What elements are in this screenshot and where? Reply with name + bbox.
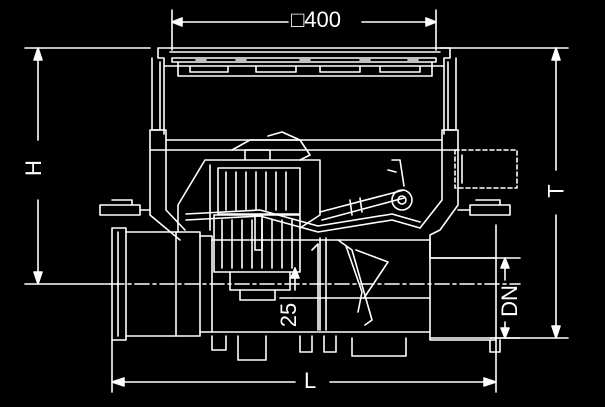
square-symbol: □	[291, 7, 305, 32]
offset-label: 25	[276, 302, 302, 328]
lever-arm	[319, 159, 413, 221]
valve-cover-plate	[185, 209, 421, 233]
pipe-body	[211, 239, 501, 361]
dimension-total-height-t	[439, 47, 569, 339]
width-label: □400	[291, 9, 341, 31]
backflow-flap	[311, 237, 389, 331]
dimension-diameter-dn	[429, 224, 521, 339]
dimension-width-400	[171, 9, 437, 51]
width-value: 400	[304, 7, 342, 32]
motor-actuator	[177, 131, 321, 301]
length-label: L	[304, 368, 317, 393]
total-height-label: T	[543, 184, 569, 198]
dimension-height-h	[24, 47, 151, 285]
side-port	[454, 149, 518, 189]
dimension-length-l	[111, 339, 497, 393]
nominal-diameter-label: DN	[496, 285, 522, 317]
extension-shaft	[149, 57, 459, 151]
height-label: H	[20, 160, 46, 176]
housing-body	[99, 149, 511, 259]
inlet-socket	[111, 227, 213, 341]
cover-frame	[157, 47, 451, 77]
